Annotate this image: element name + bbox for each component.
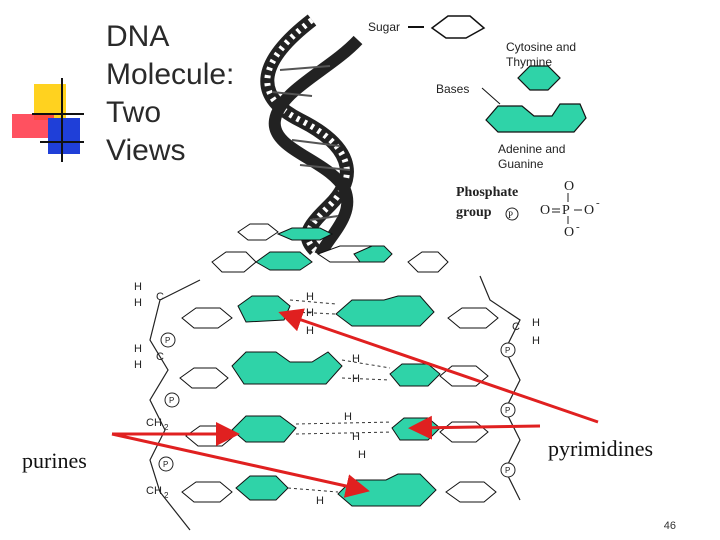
svg-text:H: H (316, 495, 324, 507)
svg-text:H: H (134, 281, 142, 293)
svg-text:P: P (505, 346, 510, 355)
svg-text:P: P (163, 460, 168, 469)
svg-text:P: P (562, 203, 570, 218)
svg-text:H: H (306, 325, 314, 337)
svg-text:H: H (358, 449, 366, 461)
svg-text:CH: CH (146, 485, 162, 497)
svg-text:P: P (505, 466, 510, 475)
svg-text:H: H (352, 353, 360, 365)
svg-text:H: H (134, 343, 142, 355)
rung-2 (179, 351, 489, 389)
double-helix (260, 14, 363, 258)
sugar-legend-shape (408, 15, 486, 39)
svg-text:H: H (306, 307, 314, 319)
svg-text:H: H (344, 411, 352, 423)
sugar-label: Sugar (368, 20, 401, 34)
svg-text:O: O (540, 203, 550, 218)
purine-caption-line-1: Adenine and (498, 142, 566, 156)
svg-text:H: H (134, 359, 142, 371)
pyrimidine-legend-shape (481, 65, 587, 133)
svg-text:-: - (576, 221, 580, 233)
svg-text:O: O (564, 225, 574, 240)
svg-text:C: C (156, 351, 164, 363)
title-line-3: Two (106, 96, 162, 129)
title-line-2: Molecule: (106, 58, 235, 91)
corner-decoration (12, 78, 84, 162)
svg-text:H: H (532, 317, 540, 329)
ladder-top-rungs (211, 223, 449, 273)
phosphate-label-line-2: group (456, 205, 492, 220)
svg-text:O: O (584, 203, 594, 218)
slide-title: DNA Molecule: Two Views (106, 18, 276, 170)
svg-text:P: P (505, 406, 510, 415)
title-line-1: DNA (106, 20, 170, 53)
purines-annotation: purines (22, 448, 87, 473)
svg-text:P: P (169, 396, 174, 405)
svg-text:2: 2 (164, 491, 169, 500)
phosphate-label-line-1: Phosphate (456, 185, 519, 200)
svg-text:H: H (306, 291, 314, 303)
svg-text:-: - (596, 197, 600, 209)
rung-1 (181, 295, 499, 329)
rung-3 (185, 415, 489, 447)
svg-text:C: C (156, 291, 164, 303)
purine-caption-line-2: Guanine (498, 157, 544, 171)
pyrimidines-arrow-upper (278, 308, 599, 424)
rung-4 (181, 473, 497, 507)
annotation-arrows (111, 308, 599, 498)
purines-arrow-lower (111, 432, 370, 498)
phosphate-structure: P O O P O - O - (505, 179, 600, 240)
pyrimidine-caption-line-2: Thymine (506, 55, 553, 69)
pyrimidines-annotation: pyrimidines (548, 436, 654, 461)
svg-text:H: H (352, 431, 360, 443)
svg-text:P: P (165, 336, 170, 345)
svg-text:2: 2 (164, 423, 169, 432)
svg-text:H: H (532, 335, 540, 347)
backbone-phosphate-letters: P P P P P P (163, 336, 510, 475)
pyrimidine-caption-line-1: Cytosine and (506, 40, 577, 54)
ladder-backbone (149, 275, 521, 531)
bases-label: Bases (436, 82, 470, 96)
svg-text:H: H (352, 373, 360, 385)
svg-text:C: C (512, 321, 520, 333)
page-number: 46 (663, 520, 676, 532)
pyrimidines-arrow-lower (408, 415, 541, 440)
svg-text:H: H (134, 297, 142, 309)
title-line-4: Views (106, 134, 186, 167)
svg-text:CH: CH (146, 417, 162, 429)
hydrogen-bonds (287, 299, 393, 493)
backbone-phosphates (158, 332, 516, 478)
svg-text:O: O (564, 179, 574, 194)
svg-text:P: P (508, 210, 513, 220)
